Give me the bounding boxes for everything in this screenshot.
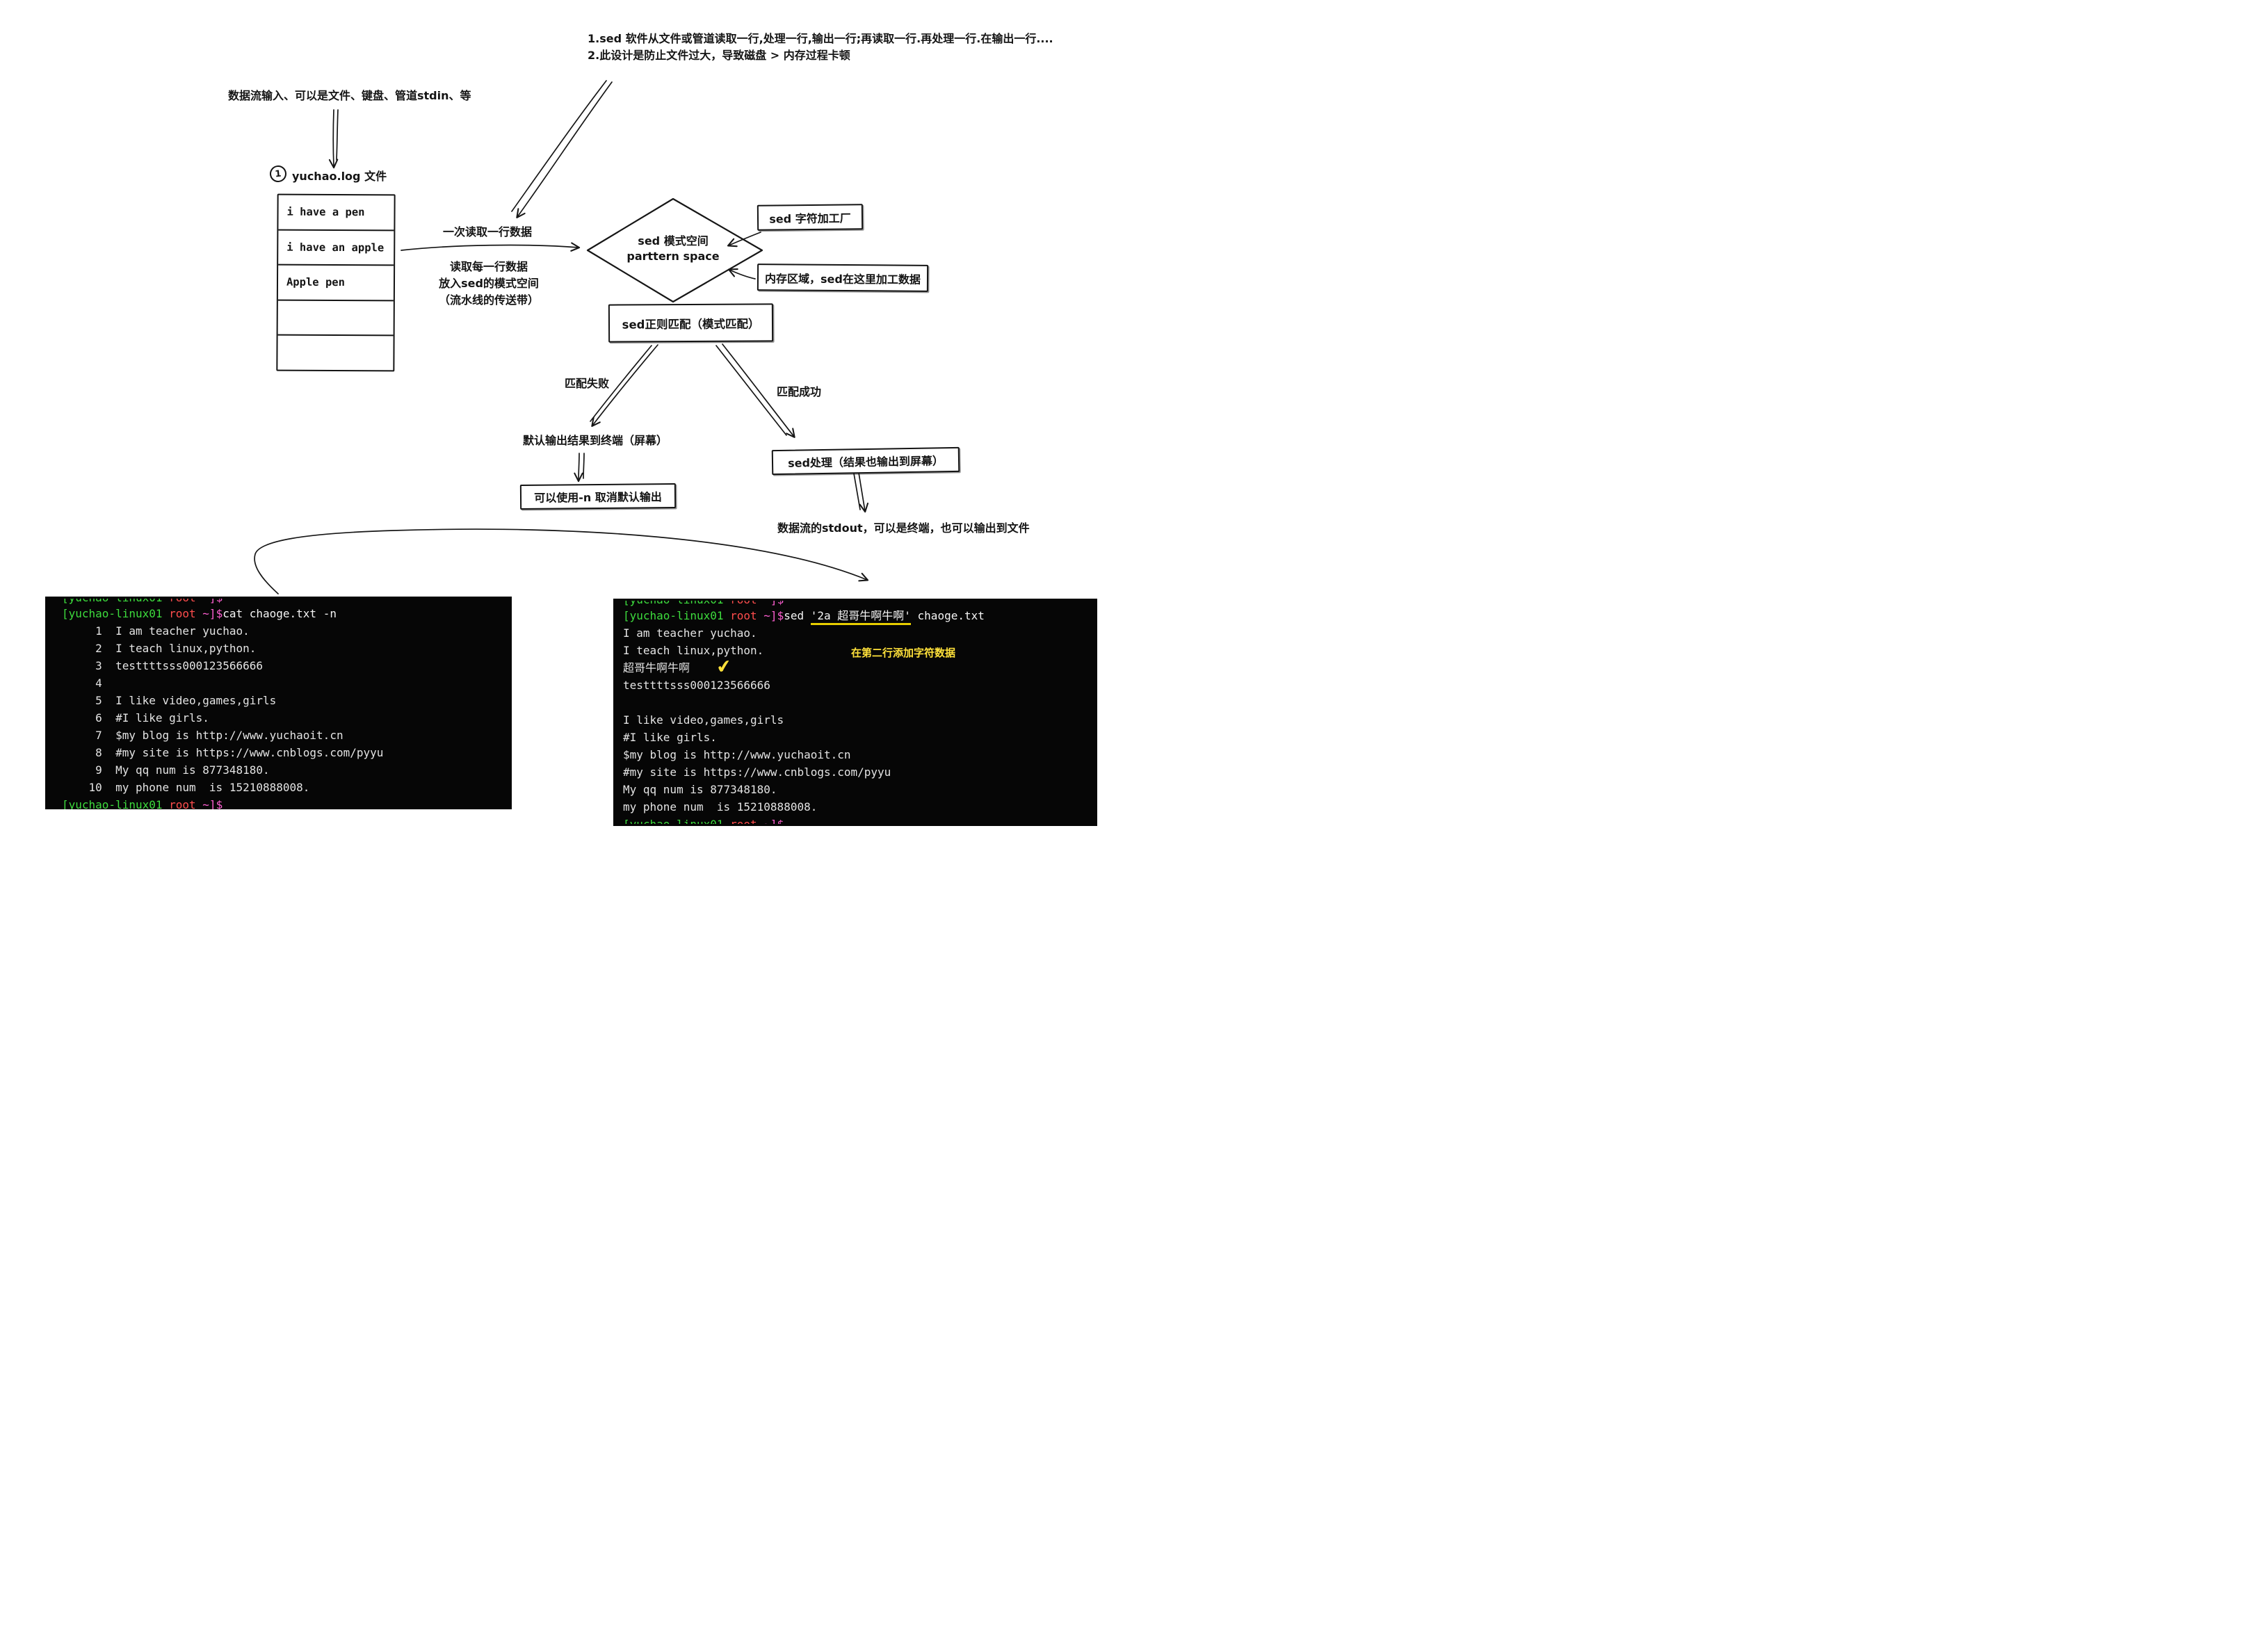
read-lines-note-2: 放入sed的模式空间 xyxy=(439,277,539,290)
memory-box: 内存区域，sed在这里加工数据 xyxy=(757,264,929,292)
output-line: #my site is https://www.cnblogs.com/pyyu xyxy=(623,766,891,779)
input-stream-note: 数据流输入、可以是文件、键盘、管道stdin、等 xyxy=(228,89,471,102)
arrow-file-to-diamond xyxy=(401,242,581,252)
file-row: Apple pen xyxy=(277,265,394,302)
prompt-host: [yuchao-linux01 xyxy=(62,599,169,604)
read-lines-note: 读取每一行数据 放入sed的模式空间 （流水线的传送带） xyxy=(423,259,555,309)
read-lines-note-3: （流水线的传送带） xyxy=(438,293,539,307)
command-filename: chaoge.txt xyxy=(910,609,985,622)
output-line: 9 My qq num is 877348180. xyxy=(62,763,270,777)
clipped-line-top-left: [yuchao-linux01 root ~]$ xyxy=(62,599,512,605)
annotation-add-line: 在第二行添加字符数据 xyxy=(851,647,956,659)
file-row xyxy=(277,336,393,370)
clipped-prompt: [yuchao-linux01 root ~]$ xyxy=(623,601,1097,607)
arrow-output-to-terminal xyxy=(254,528,869,594)
clipped-prompt: [yuchao-linux01 root ~]$ xyxy=(623,816,1097,824)
read-once-label: 一次读取一行数据 xyxy=(443,225,533,238)
file-title: yuchao.log 文件 xyxy=(292,170,387,183)
arrow-stdin-down xyxy=(328,109,339,169)
top-explanation-line1: 1.sed 软件从文件或管道读取一行,处理一行,输出一行;再读取一行.再处理一行… xyxy=(588,32,1053,45)
output-line: I am teacher yuchao. xyxy=(623,626,757,640)
prompt-host: [yuchao-linux01 xyxy=(623,601,730,606)
sed-process-box: sed处理（结果也输出到屏幕） xyxy=(771,446,960,476)
terminal-right-output: I am teacher yuchao. I teach linux,python… xyxy=(623,624,1097,816)
file-row xyxy=(277,300,394,337)
trailing-prompt-left: [yuchao-linux01 root ~]$ xyxy=(62,796,512,809)
factory-box: sed 字符加工厂 xyxy=(757,204,864,231)
command-line-right: [yuchao-linux01 root ~]$sed '2a 超哥牛啊牛啊' … xyxy=(623,607,1097,625)
prompt-symbol: ~]$ xyxy=(763,609,784,622)
arrow-memory-to-diamond xyxy=(727,268,756,280)
clipped-line-top-right: [yuchao-linux01 root ~]$ xyxy=(623,601,1097,607)
prompt-host: [yuchao-linux01 xyxy=(623,609,731,622)
stdout-label: 数据流的stdout，可以是终端，也可以输出到文件 xyxy=(777,521,1030,535)
clipped-line-bottom-right: [yuchao-linux01 root ~]$ xyxy=(623,816,1097,824)
output-line: 超哥牛啊牛啊 xyxy=(623,661,690,674)
terminal-right: [yuchao-linux01 root ~]$ [yuchao-linux01… xyxy=(613,599,1097,826)
command-text: cat chaoge.txt -n xyxy=(223,607,337,620)
output-line: 8 #my site is https://www.cnblogs.com/py… xyxy=(62,746,384,759)
read-lines-note-1: 读取每一行数据 xyxy=(449,260,528,273)
output-line: 2 I teach linux,python. xyxy=(62,642,257,655)
output-line: My qq num is 877348180. xyxy=(623,783,777,796)
prompt-symbol: ~]$ xyxy=(202,607,223,620)
match-success-label: 匹配成功 xyxy=(777,385,822,398)
prompt-user: root xyxy=(169,599,202,604)
arrow-note-to-pattern-space xyxy=(511,80,613,218)
step-badge: 1 xyxy=(268,164,288,184)
prompt-symbol: ~]$ xyxy=(763,601,784,606)
command-line-left: [yuchao-linux01 root ~]$cat chaoge.txt -… xyxy=(62,605,512,622)
output-line: 1 I am teacher yuchao. xyxy=(62,624,250,638)
prompt-symbol: ~]$ xyxy=(202,599,223,604)
prompt-symbol: ~]$ xyxy=(763,818,784,824)
prompt-host: [yuchao-linux01 xyxy=(62,798,170,809)
output-line: 10 my phone num is 15210888008. xyxy=(62,781,310,794)
arrow-process-to-stdout xyxy=(853,472,869,513)
output-line: 4 xyxy=(62,677,102,690)
prompt-user: root xyxy=(730,818,763,824)
sed-flow-whiteboard: 1.sed 软件从文件或管道读取一行,处理一行,输出一行;再读取一行.再处理一行… xyxy=(0,0,1132,826)
prompt-user: root xyxy=(730,609,764,622)
pattern-space-label-en: parttern space xyxy=(626,250,720,263)
output-line: 3 testtttsss000123566666 xyxy=(62,659,263,672)
sed-expression-highlighted: '2a 超哥牛啊牛啊' xyxy=(810,609,911,625)
prompt-host: [yuchao-linux01 xyxy=(62,607,170,620)
top-explanation-line2: 2.此设计是防止文件过大，导致磁盘 > 内存过程卡顿 xyxy=(588,49,850,62)
cancel-default-box: 可以使用-n 取消默认输出 xyxy=(519,483,677,510)
command-sed: sed xyxy=(784,609,811,622)
pattern-space-label: sed 模式空间 parttern space xyxy=(604,234,743,264)
arrow-to-cancel-box xyxy=(574,453,585,483)
output-line: 7 $my blog is http://www.yuchaoit.cn xyxy=(62,729,343,742)
prompt-symbol: ~]$ xyxy=(202,798,223,809)
output-line: my phone num is 15210888008. xyxy=(623,800,818,813)
prompt-user: root xyxy=(169,607,203,620)
output-line: I like video,games,girls xyxy=(623,713,784,727)
output-line xyxy=(623,694,1097,711)
output-line: #I like girls. xyxy=(623,731,717,744)
prompt-host: [yuchao-linux01 xyxy=(623,818,730,824)
terminal-left: [yuchao-linux01 root ~]$ [yuchao-linux01… xyxy=(45,597,512,809)
file-row: i have an apple xyxy=(278,230,394,266)
output-line: testtttsss000123566666 xyxy=(623,679,770,692)
pattern-space-label-cn: sed 模式空间 xyxy=(638,234,709,248)
output-line: 6 #I like girls. xyxy=(62,711,209,724)
top-explanation: 1.sed 软件从文件或管道读取一行,处理一行,输出一行;再读取一行.再处理一行… xyxy=(588,31,1053,64)
default-output-label: 默认输出结果到终端（屏幕） xyxy=(523,434,668,447)
clipped-prompt: [yuchao-linux01 root ~]$ xyxy=(62,599,512,605)
output-line: 5 I like video,games,girls xyxy=(62,694,277,707)
output-line: $my blog is http://www.yuchaoit.cn xyxy=(623,748,851,761)
terminal-left-output: 1 I am teacher yuchao. 2 I teach linux,p… xyxy=(62,622,512,796)
output-line: I teach linux,python. xyxy=(623,644,764,657)
prompt-user: root xyxy=(169,798,203,809)
regex-match-box: sed正则匹配（模式匹配） xyxy=(608,303,774,343)
file-row: i have a pen xyxy=(278,195,394,232)
match-fail-label: 匹配失败 xyxy=(565,377,610,390)
prompt-user: root xyxy=(730,601,763,606)
